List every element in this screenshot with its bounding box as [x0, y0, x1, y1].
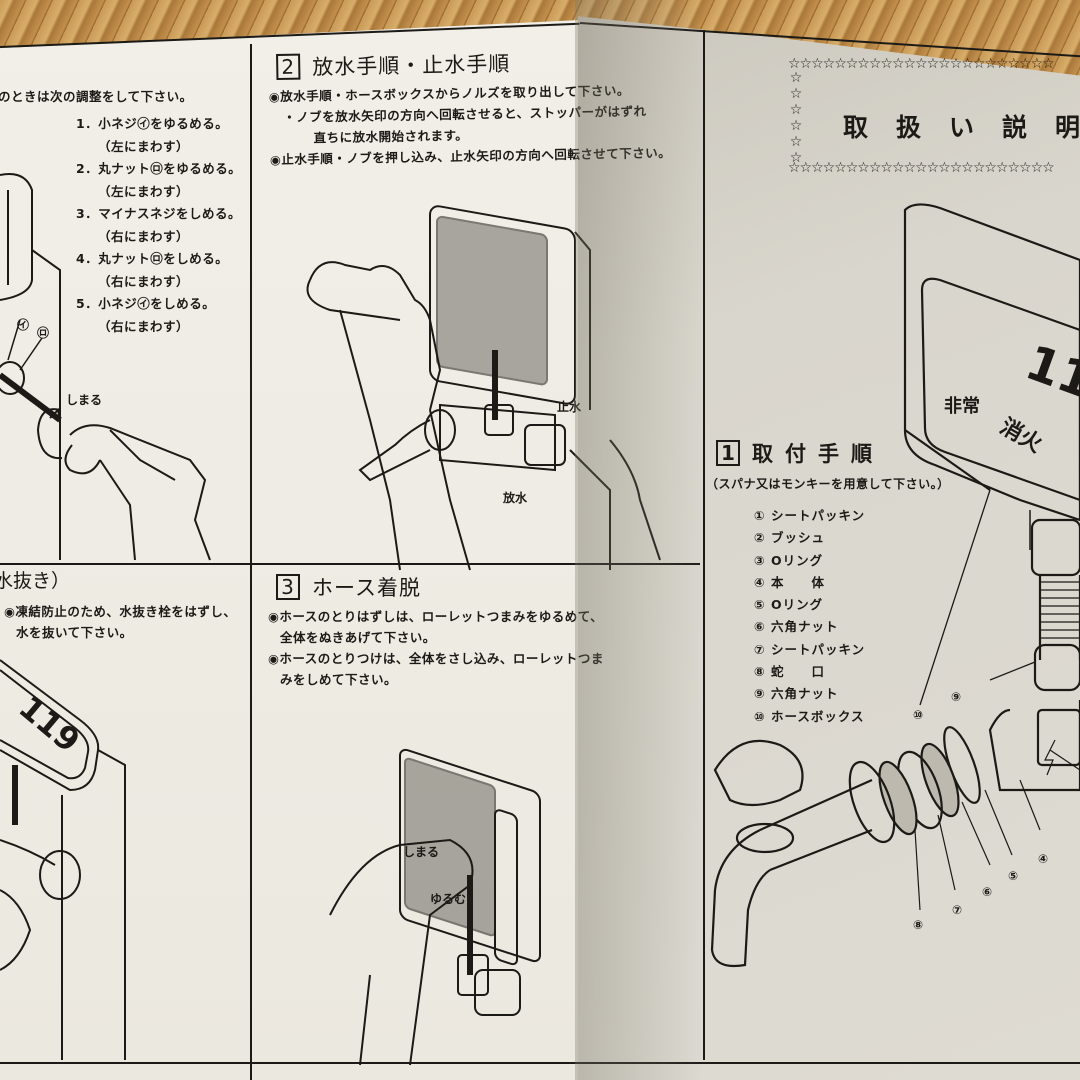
hose-box-assembly-illustration [700, 190, 1080, 990]
title-box-top-stars: ☆☆☆☆☆☆☆☆☆☆☆☆☆☆☆☆☆☆☆☆☆☆☆ [788, 56, 1055, 72]
parts-list-item: ④ 本 体 [754, 574, 825, 590]
adjust-step-1: 1．小ネジ㋑をゆるめる。 [76, 116, 229, 131]
label-stop-water: 止水 [557, 400, 582, 414]
label-discharge: 放水 [503, 491, 528, 505]
label-tighten-2: しまる [403, 845, 440, 859]
callout-9: ⑨ [951, 690, 962, 704]
adjust-steps: 1．小ネジ㋑をゆるめる。 （左にまわす） 2．丸ナット㋺をゆるめる。 （左にまわ… [76, 113, 250, 338]
hose-box-discharge-illustration [290, 170, 690, 570]
divider-vertical-1 [250, 44, 252, 1080]
section-2-title: 放水手順・止水手順 [312, 51, 511, 80]
section-3-number: 3 [276, 574, 300, 600]
drain-body: ◉凍結防止のため、水抜き栓をはずし、 水を抜いて下さい。 [4, 601, 250, 643]
adjust-step-1-sub: （左にまわす） [98, 138, 190, 154]
section-3-line-3: ◉ホースのとりつけは、全体をさし込み、ローレットつま [268, 651, 604, 666]
section-3-panel: 3 ホース着脱 ◉ホースのとりはずしは、ローレットつまみをゆるめて、 全体をぬき… [268, 572, 706, 690]
title-box-left-stars: ☆☆☆☆☆☆ [789, 70, 803, 166]
drain-title: 水抜き） [0, 570, 71, 592]
title-box-bottom-stars: ☆☆☆☆☆☆☆☆☆☆☆☆☆☆☆☆☆☆☆☆☆☆☆ [788, 160, 1055, 176]
divider-vertical-2 [703, 30, 705, 1060]
label-ro-marker: ㋺ [37, 326, 50, 340]
hose-box-sign-text-b: 非常 [944, 396, 980, 417]
document-title: 取扱い説明 [843, 113, 1080, 142]
section-2-number: 2 [276, 53, 301, 80]
parts-list-item: ① シートパッキン [754, 508, 866, 523]
divider-horizontal-mid [0, 563, 700, 565]
drain-line-1: ◉凍結防止のため、水抜き栓をはずし、 [4, 604, 237, 619]
sheet-right-page [578, 16, 1080, 1080]
drain-panel: 水抜き） ◉凍結防止のため、水抜き栓をはずし、 水を抜いて下さい。 [0, 566, 250, 643]
section-3-body: ◉ホースのとりはずしは、ローレットつまみをゆるめて、 全体をぬきあげて下さい。 … [268, 606, 706, 690]
section-1-title: 取付手順 [752, 442, 884, 466]
callout-6: ⑥ [982, 885, 993, 899]
section-3-heading: 3 ホース着脱 [276, 572, 706, 602]
section-3-line-4: みをしめて下さい。 [280, 672, 398, 687]
parts-list-item: ⑩ ホースボックス [754, 708, 865, 724]
label-loosen: ゆるむ [430, 892, 467, 906]
callout-8: ⑧ [913, 918, 924, 932]
callout-7: ⑦ [952, 903, 963, 917]
parts-list-item: ⑨ 六角ナット [754, 686, 839, 702]
bottom-border [0, 1062, 1080, 1064]
section-2-heading: 2 放水手順・止水手順 [276, 44, 716, 82]
callout-5: ⑤ [1008, 869, 1019, 883]
section-1-number: 1 [716, 440, 740, 466]
section-2-body: ◉放水手順・ホースボックスからノルズを取り出して下さい。 ・ノブを放水矢印の方向… [269, 78, 718, 170]
adjust-screwdriver-illustration [0, 160, 250, 560]
section-3-line-1: ◉ホースのとりはずしは、ローレットつまみをゆるめて、 [268, 609, 604, 624]
section-2-panel: 2 放水手順・止水手順 ◉放水手順・ホースボックスからノルズを取り出して下さい。… [269, 44, 718, 170]
drain-illustration [0, 640, 250, 1060]
adjust-step-5: 5．小ネジ㋑をしめる。 [76, 296, 216, 311]
label-i-marker: ㋑ [17, 318, 30, 332]
callout-4: ④ [1038, 852, 1049, 866]
section-1-note: （スパナ又はモンキーを用意して下さい。） [706, 477, 950, 491]
section-3-title: ホース着脱 [312, 576, 421, 600]
adjust-step-2: 2．丸ナット㋺をゆるめる。 [76, 161, 242, 176]
parts-list-item: ③ Oリング [754, 552, 824, 568]
parts-list-item: ⑥ 六角ナット [754, 619, 839, 635]
adjust-step-2-sub: （左にまわす） [98, 183, 190, 199]
section-3-line-2: 全体をぬきあげて下さい。 [280, 630, 436, 645]
parts-list-item: ⑧ 蛇 口 [754, 664, 825, 680]
adjust-step-4: 4．丸ナット㋺をしめる。 [76, 251, 229, 266]
adjust-step-4-sub: （右にまわす） [98, 273, 190, 289]
callout-10: ⑩ [913, 708, 924, 722]
parts-list: ① シートパッキン ② ブッシュ ③ Oリング ④ 本 体 ⑤ Oリング ⑥ 六… [754, 505, 1016, 728]
adjust-intro: のときは次の調整をして下さい。 [0, 89, 193, 104]
label-tighten-1: しまる [66, 393, 103, 407]
adjust-panel: のときは次の調整をして下さい。 1．小ネジ㋑をゆるめる。 （左にまわす） 2．丸… [0, 86, 250, 338]
parts-list-item: ⑤ Oリング [754, 597, 824, 613]
section-1-panel: 1 取付手順 （スパナ又はモンキーを用意して下さい。） ① シートパッキン ② … [706, 438, 1016, 728]
adjust-step-3-sub: （右にまわす） [98, 228, 190, 244]
adjust-step-5-sub: （右にまわす） [98, 318, 190, 334]
section-1-heading: 1 取付手順 [716, 438, 1016, 468]
hose-attach-illustration [330, 715, 570, 1065]
drain-line-2: 水を抜いて下さい。 [16, 625, 133, 640]
parts-list-item: ⑦ シートパッキン [754, 641, 866, 657]
parts-list-item: ② ブッシュ [754, 530, 825, 546]
adjust-step-3: 3．マイナスネジをしめる。 [76, 206, 241, 221]
